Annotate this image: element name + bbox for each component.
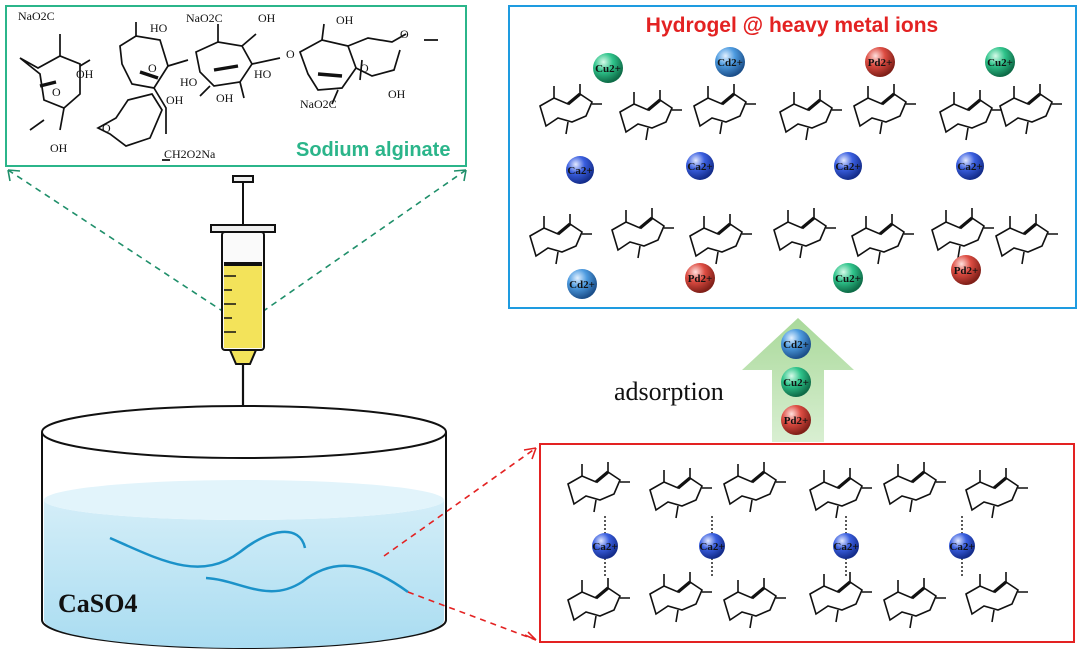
alginate-label: OH — [216, 91, 234, 105]
gel-fiber — [205, 564, 409, 594]
bath-rim — [41, 405, 447, 459]
alginate-label: OH — [76, 67, 94, 81]
ca-ion: Ca2+ — [956, 152, 984, 180]
crosslink-panel: Ca2+ Ca2+ Ca2+ Ca2+ — [539, 443, 1075, 643]
cd-ion: Cd2+ — [781, 329, 811, 359]
ion-label: Cu2+ — [987, 57, 1013, 69]
pd-ion: Pd2+ — [865, 47, 895, 77]
ion-label: Ca2+ — [835, 161, 860, 173]
gel-fiber — [109, 530, 307, 568]
alginate-atom-labels: NaO2C OH O OH HO O O OH CH2O2Na OH NaO2C… — [18, 9, 409, 161]
alginate-label: CH2O2Na — [164, 147, 216, 161]
adsorption-arrow: adsorption Cd2+ Cu2+ Pd2+ — [614, 318, 854, 442]
ion-label: Pd2+ — [868, 57, 893, 69]
alginate-label: NaO2C — [300, 97, 337, 111]
ion-label: Cu2+ — [783, 377, 809, 389]
alginate-panel: NaO2C OH O OH HO O O OH CH2O2Na OH NaO2C… — [5, 5, 467, 167]
ion-label: Cd2+ — [717, 57, 743, 69]
crosslink-frame — [539, 443, 1075, 643]
cu-ion: Cu2+ — [985, 47, 1015, 77]
ca-ion: Ca2+ — [833, 533, 859, 559]
pd-ion: Pd2+ — [685, 263, 715, 293]
ion-label: Cu2+ — [595, 63, 621, 75]
hydrogel-title: Hydrogel @ heavy metal ions — [646, 14, 938, 37]
ca-ion: Ca2+ — [592, 533, 618, 559]
alginate-label: HO — [180, 75, 198, 89]
cd-ion: Cd2+ — [715, 47, 745, 77]
alginate-zoom-lines — [7, 169, 467, 313]
bath-label: CaSO4 — [58, 589, 137, 618]
ca-ion: Ca2+ — [834, 152, 862, 180]
ion-label: Pd2+ — [954, 265, 979, 277]
cu-ion: Cu2+ — [781, 367, 811, 397]
ion-label: Cd2+ — [569, 279, 595, 291]
ca-ion: Ca2+ — [566, 156, 594, 184]
fiber-zoom-lines — [383, 447, 537, 641]
hydrogel-panel: Hydrogel @ heavy metal ions Cu2+ Cd2+ Pd… — [508, 5, 1077, 309]
ca-ion: Ca2+ — [949, 533, 975, 559]
alginate-label: OH — [388, 87, 406, 101]
alginate-label: OH — [258, 11, 276, 25]
alginate-label: O — [360, 61, 369, 75]
ion-label: Ca2+ — [833, 541, 858, 553]
alginate-label: NaO2C — [186, 11, 223, 25]
alginate-label: O — [400, 27, 409, 41]
ion-label: Ca2+ — [687, 161, 712, 173]
ion-label: Cd2+ — [783, 339, 809, 351]
ion-label: Cu2+ — [835, 273, 861, 285]
ion-label: Ca2+ — [949, 541, 974, 553]
ion-label: Pd2+ — [784, 415, 809, 427]
ion-label: Ca2+ — [699, 541, 724, 553]
cu-ion: Cu2+ — [833, 263, 863, 293]
alginate-label: NaO2C — [18, 9, 55, 23]
alginate-label: O — [286, 47, 295, 61]
alginate-label: O — [52, 85, 61, 99]
ion-label: Ca2+ — [592, 541, 617, 553]
adsorption-label: adsorption — [614, 377, 724, 406]
alginate-frame — [5, 5, 467, 167]
alginate-label: OH — [336, 13, 354, 27]
ca-ion: Ca2+ — [699, 533, 725, 559]
syringe — [210, 175, 276, 450]
caso4-bath: CaSO4 — [41, 405, 447, 649]
syringe-flange — [210, 224, 276, 233]
ion-label: Pd2+ — [688, 273, 713, 285]
ion-label: Ca2+ — [567, 165, 592, 177]
ion-label: Ca2+ — [957, 161, 982, 173]
alginate-label: O — [148, 61, 157, 75]
pd-ion: Pd2+ — [781, 405, 811, 435]
syringe-fluid — [224, 264, 262, 348]
cd-ion: Cd2+ — [567, 269, 597, 299]
cu-ion: Cu2+ — [593, 53, 623, 83]
syringe-tip — [228, 349, 258, 365]
alginate-label: O — [102, 121, 111, 135]
pd-ion: Pd2+ — [951, 255, 981, 285]
syringe-plunger-cap — [232, 175, 254, 183]
alginate-structure — [19, 22, 438, 161]
alginate-label: OH — [50, 141, 68, 155]
solution — [44, 500, 444, 648]
alginate-title: Sodium alginate — [296, 139, 450, 161]
ionic-bonds — [604, 516, 963, 578]
alginate-label: HO — [150, 21, 168, 35]
alginate-label: HO — [254, 67, 272, 81]
ca-ion: Ca2+ — [686, 152, 714, 180]
alginate-label: OH — [166, 93, 184, 107]
